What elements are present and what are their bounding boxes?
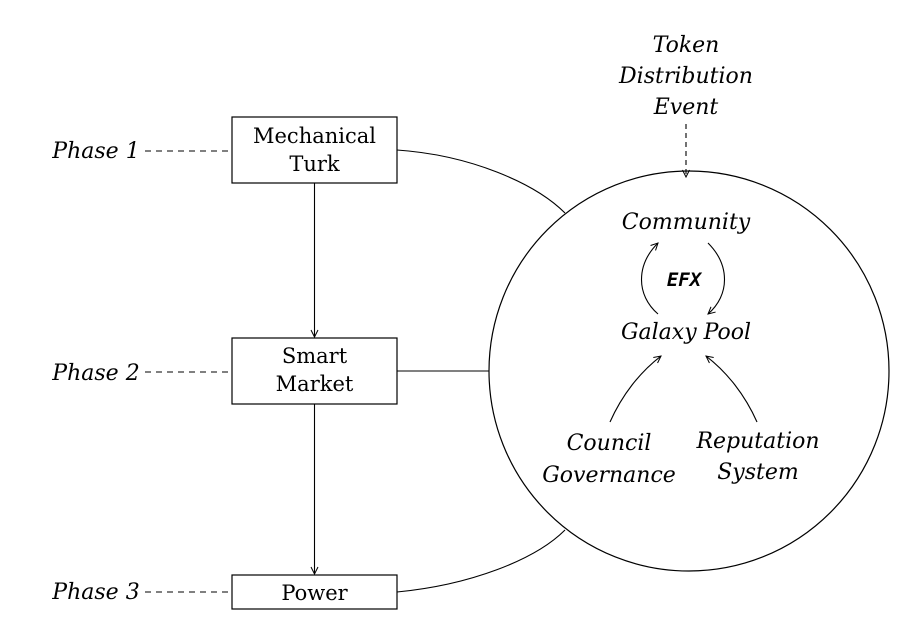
council-governance-line-1: Council (567, 431, 652, 456)
token-event-line-3: Event (653, 95, 719, 120)
reputation-system-line-1: Reputation (695, 429, 819, 454)
power-line-1: Power (281, 581, 348, 605)
turk-to-circle-curve (396, 149, 566, 214)
mechanical-turk-line-1: Mechanical (253, 124, 376, 148)
reputation-to-pool-arrow (705, 355, 758, 423)
token-event-line-1: Token (653, 33, 720, 58)
council-to-pool-arrow (609, 355, 662, 423)
token-event-line-2: Distribution (618, 64, 753, 89)
smart-market-line-1: Smart (282, 344, 348, 368)
efx-token-label: EFX (667, 269, 703, 291)
phase-1-label: Phase 1 (51, 139, 139, 164)
cycle-arrow-left (640, 242, 659, 315)
community-label: Community (622, 210, 751, 235)
council-governance-line-2: Governance (542, 463, 676, 488)
power-box: Power (231, 574, 398, 610)
galaxy-pool-label: Galaxy Pool (621, 320, 751, 345)
mechanical-turk-line-2: Turk (289, 152, 340, 176)
smart-market-line-2: Market (276, 372, 354, 396)
cycle-arrow-right (707, 242, 726, 315)
reputation-system-line-2: System (717, 460, 799, 485)
smart-market-box: Smart Market (231, 337, 398, 405)
power-to-circle-curve (396, 529, 566, 593)
mechanical-turk-box: Mechanical Turk (231, 116, 398, 184)
phase-2-label: Phase 2 (51, 361, 139, 386)
phase-3-label: Phase 3 (51, 580, 139, 605)
